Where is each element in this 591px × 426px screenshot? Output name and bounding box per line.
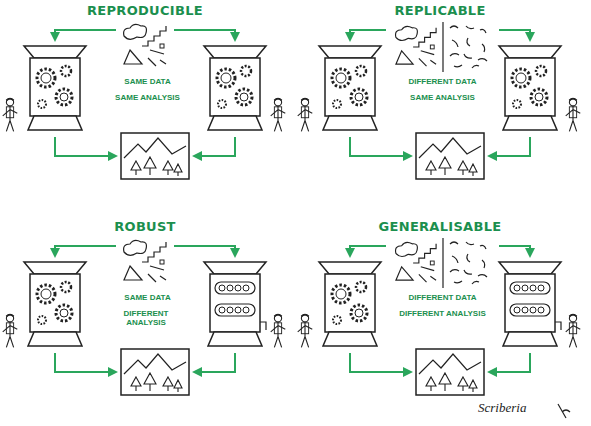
- analysis-note: SAME ANALYSIS: [95, 93, 200, 102]
- analysis-note: DIFFERENT ANALYSIS: [117, 309, 175, 327]
- artist-signature: Scriberia: [478, 400, 558, 416]
- panel-title: GENERALISABLE: [340, 219, 540, 235]
- analysis-note: SAME ANALYSIS: [390, 93, 495, 102]
- panel-title: REPLICABLE: [340, 3, 540, 19]
- panel-title: REPRODUCIBLE: [45, 3, 245, 19]
- data-note: DIFFERENT DATA: [390, 293, 495, 302]
- data-note: SAME DATA: [95, 77, 200, 86]
- panel-title: ROBUST: [45, 219, 245, 235]
- analysis-note: DIFFERENT ANALYSIS: [390, 309, 495, 318]
- data-note: DIFFERENT DATA: [390, 77, 495, 86]
- data-note: SAME DATA: [95, 293, 200, 302]
